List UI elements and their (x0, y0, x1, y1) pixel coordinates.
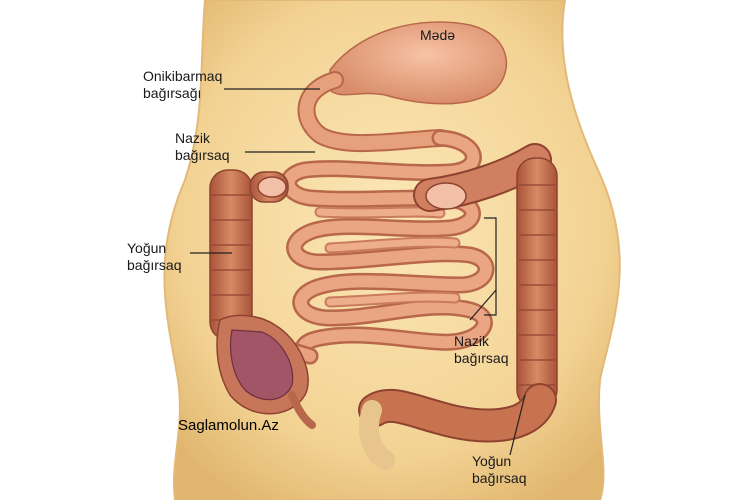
leader-lines (190, 88, 526, 456)
label-stomach: Mədə (420, 27, 456, 43)
large-bottom-leader (509, 394, 526, 456)
stomach-organ (329, 21, 508, 105)
watermark: Saglamolun.Az (178, 417, 279, 434)
label-large-intestine-bottom: Yoğun bağırsaq (472, 453, 527, 486)
small-intestine-organ (261, 129, 495, 365)
label-small-intestine-right: Nazik bağırsaq (454, 333, 509, 366)
large-intestine-right (358, 143, 558, 470)
label-small-intestine-top: Nazik bağırsaq (175, 130, 230, 163)
small-right-leader (469, 289, 497, 321)
label-duodenum: Onikibarmaq bağırsağı (143, 68, 223, 101)
large-intestine-left (209, 169, 316, 429)
label-large-intestine-left: Yoğun bağırsaq (127, 240, 182, 273)
small-right-bracket (484, 217, 497, 316)
